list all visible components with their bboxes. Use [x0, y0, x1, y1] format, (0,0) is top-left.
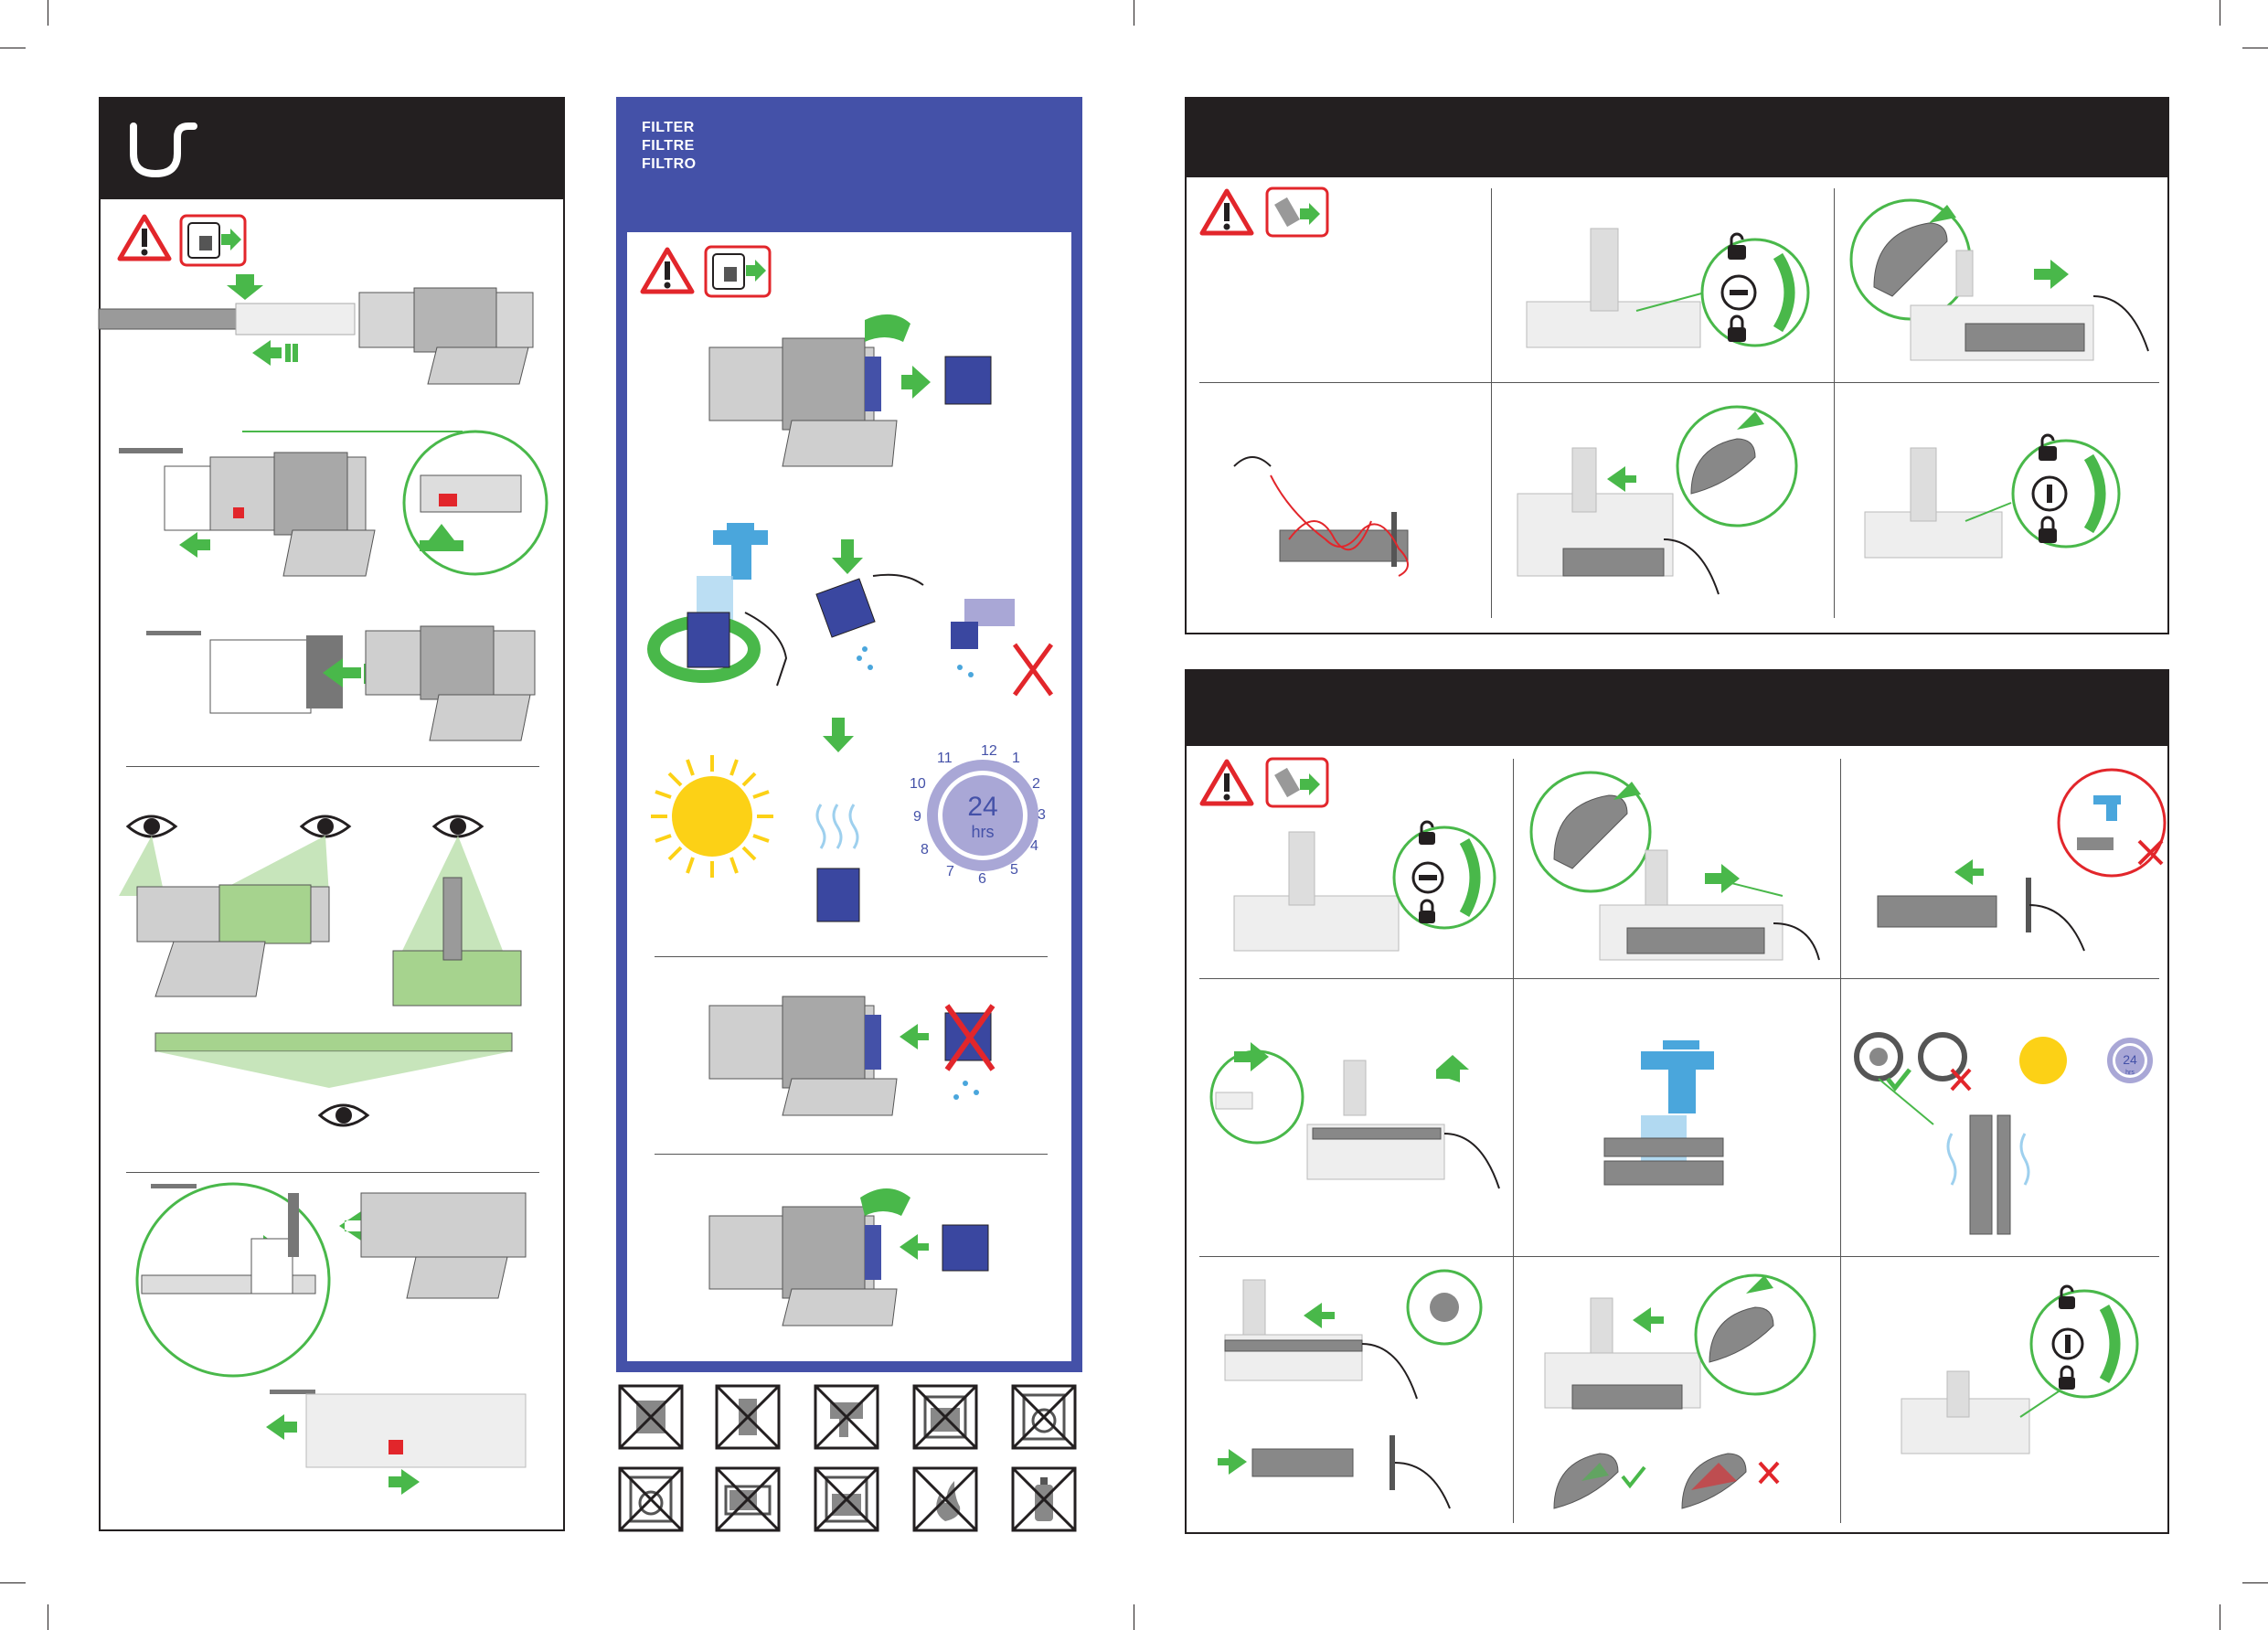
eye-icon	[125, 815, 178, 838]
floorhead-lock-illustration	[1901, 1284, 2139, 1454]
padlock-locked-icon	[2059, 1365, 2075, 1390]
warning-triangle-icon	[117, 214, 172, 261]
sun-icon	[2019, 1037, 2067, 1084]
crop-mark	[0, 1582, 26, 1583]
clock-number: 3	[1038, 807, 1046, 823]
padlock-unlocked-icon	[1728, 232, 1746, 260]
24-hour-clock-icon: 24 hrs 12 1 2 3 4 5 6 7 8 9 10 11	[910, 743, 1046, 887]
water-tap-icon	[2093, 795, 2121, 821]
no-dishwasher-icon	[618, 1384, 684, 1450]
divider	[126, 1172, 539, 1173]
clock-number: 10	[910, 776, 926, 792]
filter-title-en: FILTER	[642, 120, 695, 135]
clock-number: 8	[921, 842, 929, 858]
detach-floorhead-icon	[1265, 757, 1329, 808]
warning-triangle-icon	[1199, 188, 1254, 236]
small-clock-center-top: 24	[2123, 1052, 2137, 1067]
warning-triangle-icon	[1199, 759, 1254, 806]
do-not-icons-grid	[616, 1380, 1082, 1536]
crop-mark	[2242, 1582, 2268, 1583]
divider	[1491, 188, 1492, 618]
clock-number: 2	[1032, 776, 1040, 792]
filter-title-fr: FILTRE	[642, 138, 695, 154]
divider	[1840, 759, 1841, 1523]
detach-floorhead-icon	[1265, 186, 1329, 238]
clock-number: 9	[913, 809, 921, 825]
no-oven-icon	[912, 1384, 978, 1450]
brush-bar-hair-illustration	[1233, 456, 1409, 577]
eye-icon	[431, 815, 484, 838]
dry-24h-illustration: 24 hrs	[1854, 1032, 2153, 1235]
no-tumble-dryer-icon	[814, 1466, 879, 1532]
clock-number: 11	[937, 751, 953, 766]
filter-remove-illustration	[708, 314, 992, 467]
unplug-icon	[179, 214, 247, 267]
divider	[1199, 978, 2159, 979]
padlock-unlocked-icon	[2059, 1284, 2075, 1309]
end-cap-remove-illustration	[1849, 198, 2149, 361]
end-cap-remove-illustration	[1529, 771, 1820, 961]
unplug-icon	[704, 245, 772, 298]
filter-refit-illustration	[708, 1188, 989, 1326]
padlock-unlocked-icon	[2039, 433, 2057, 461]
brush-bar-panel-2-header	[1185, 669, 2169, 746]
clock-number: 6	[978, 871, 986, 887]
floorhead-unlock-illustration	[1526, 228, 1810, 348]
wand-detach-illustration	[98, 274, 534, 385]
brush-bar-panel-1-header	[1185, 97, 2169, 177]
water-tap-icon	[713, 523, 768, 580]
no-washing-machine-icon	[1011, 1384, 1077, 1450]
eye-icon	[299, 815, 352, 838]
warning-triangle-icon	[640, 247, 695, 294]
padlock-locked-icon	[1728, 314, 1746, 342]
divider	[126, 766, 539, 767]
no-hair-dryer-icon	[814, 1384, 879, 1450]
clock-center-bottom: hrs	[971, 823, 994, 841]
bin-remove-illustration	[146, 625, 536, 741]
inspect-illustration	[119, 815, 522, 1127]
no-microwave-icon	[715, 1466, 781, 1532]
padlock-unlocked-icon	[1419, 820, 1435, 845]
brush-bar-insert-illustration	[1544, 1273, 1816, 1509]
dyson-u-logo	[130, 123, 197, 178]
small-clock-center-bottom: hrs	[2125, 1070, 2135, 1076]
brush-bar-slide-out-illustration	[1517, 405, 1798, 595]
brush-bar-refit-illustration	[1218, 1269, 1483, 1509]
clock-number: 7	[946, 864, 954, 879]
divider	[655, 1154, 1048, 1155]
clock-number: 5	[1010, 862, 1018, 878]
brush-bar-pull-illustration	[1209, 1042, 1500, 1189]
floorhead-unlock-illustration	[1233, 820, 1496, 952]
clock-number: 12	[981, 743, 997, 759]
divider	[1199, 1256, 2159, 1257]
bin-release-illustration	[119, 430, 548, 577]
floorhead-lock-illustration	[1864, 433, 2121, 559]
no-open-flame-icon	[912, 1466, 978, 1532]
filter-drying-illustration	[815, 804, 860, 922]
divider	[655, 956, 1048, 957]
no-washing-machine-2-icon	[618, 1466, 684, 1532]
clock-center-top: 24	[967, 792, 997, 822]
clock-number: 1	[1012, 751, 1020, 766]
end-cap-no-wash-illustration	[1877, 768, 2167, 952]
no-detergent-icon	[715, 1384, 781, 1450]
water-tap-icon	[1641, 1040, 1714, 1113]
bin-refit-illustration	[135, 1182, 527, 1495]
brush-bar-wash-illustration	[1603, 1040, 1724, 1186]
no-aerosol-icon	[1011, 1466, 1077, 1532]
filter-wash-illustration	[647, 523, 1054, 752]
padlock-locked-icon	[2039, 516, 2057, 543]
divider	[1834, 188, 1835, 618]
filter-wet-no-refit-illustration	[708, 996, 996, 1116]
padlock-locked-icon	[1419, 899, 1435, 923]
eye-icon	[317, 1103, 370, 1127]
filter-title-es: FILTRO	[642, 156, 697, 172]
sun-icon	[651, 755, 773, 878]
clock-number: 4	[1030, 838, 1038, 854]
divider	[1199, 382, 2159, 383]
divider	[1513, 759, 1514, 1523]
